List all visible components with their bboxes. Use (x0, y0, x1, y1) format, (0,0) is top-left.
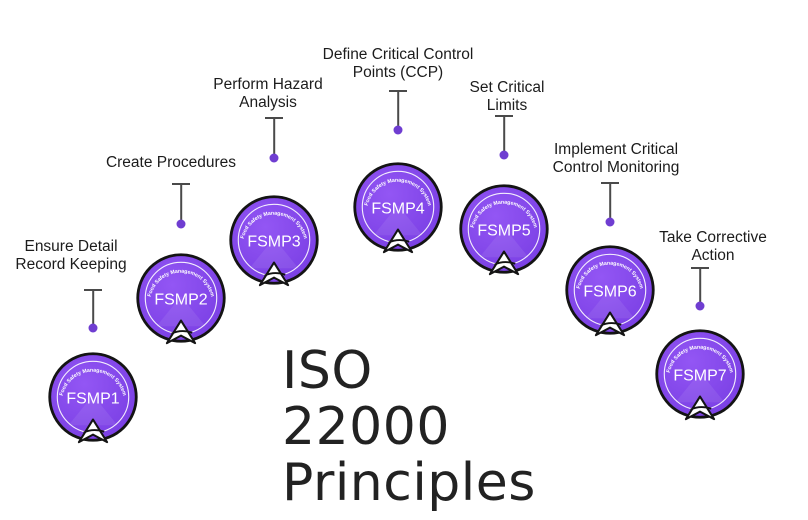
badge-code: FSMP3 (247, 234, 300, 251)
connector-line (180, 183, 182, 224)
title-line-1: ISO 22000 (282, 341, 450, 457)
triangle-logo-icon (382, 228, 414, 254)
principle-caption-2: Create Procedures (106, 154, 236, 172)
caption-line: Action (691, 247, 735, 264)
caption-line: Ensure Detail (24, 238, 118, 255)
connector-dot (695, 301, 705, 311)
badge-circle (229, 195, 319, 285)
connector-line (699, 267, 701, 306)
badge-circle (136, 253, 226, 343)
title-line-2: Principles (282, 453, 536, 513)
connector-line (397, 90, 399, 130)
caption-line: Implement Critical (553, 141, 679, 158)
badge-code: FSMP4 (371, 201, 424, 218)
triangle-logo-icon (488, 250, 520, 276)
caption-line: Create Procedures (105, 154, 237, 171)
connector-dot (176, 219, 186, 229)
badge-circle (655, 329, 745, 419)
badge-circle (565, 245, 655, 335)
badge-circle (459, 184, 549, 274)
badge-circle (48, 352, 138, 442)
connector-dot (88, 323, 98, 333)
triangle-logo-icon (684, 395, 716, 421)
caption-line: Record Keeping (15, 256, 127, 273)
triangle-logo-icon (165, 319, 197, 345)
caption-line: Take Corrective (659, 229, 767, 246)
connector-line (273, 117, 275, 158)
triangle-logo-icon (77, 418, 109, 444)
diagram-title: ISO 22000 Principles (282, 343, 552, 511)
connector-dot (393, 125, 403, 135)
caption-line: Points (CCP) (352, 64, 444, 81)
caption-line: Set Critical (469, 79, 545, 96)
badge-circle (353, 162, 443, 252)
connector-line (609, 182, 611, 222)
connector-dot (269, 153, 279, 163)
triangle-logo-icon (258, 261, 290, 287)
caption-line: Control Monitoring (552, 159, 680, 176)
badge-code: FSMP2 (154, 292, 207, 309)
connector-line (92, 289, 94, 328)
caption-line: Perform Hazard (213, 76, 323, 93)
caption-line: Define Critical Control (322, 46, 474, 63)
badge-code: FSMP5 (477, 223, 530, 240)
caption-line: Limits (486, 97, 528, 114)
caption-line: Analysis (239, 94, 297, 111)
triangle-logo-icon (594, 311, 626, 337)
connector-line (503, 115, 505, 155)
badge-code: FSMP1 (66, 391, 119, 408)
connector-dot (605, 217, 615, 227)
badge-code: FSMP6 (583, 284, 636, 301)
badge-code: FSMP7 (673, 368, 726, 385)
connector-dot (499, 150, 509, 160)
